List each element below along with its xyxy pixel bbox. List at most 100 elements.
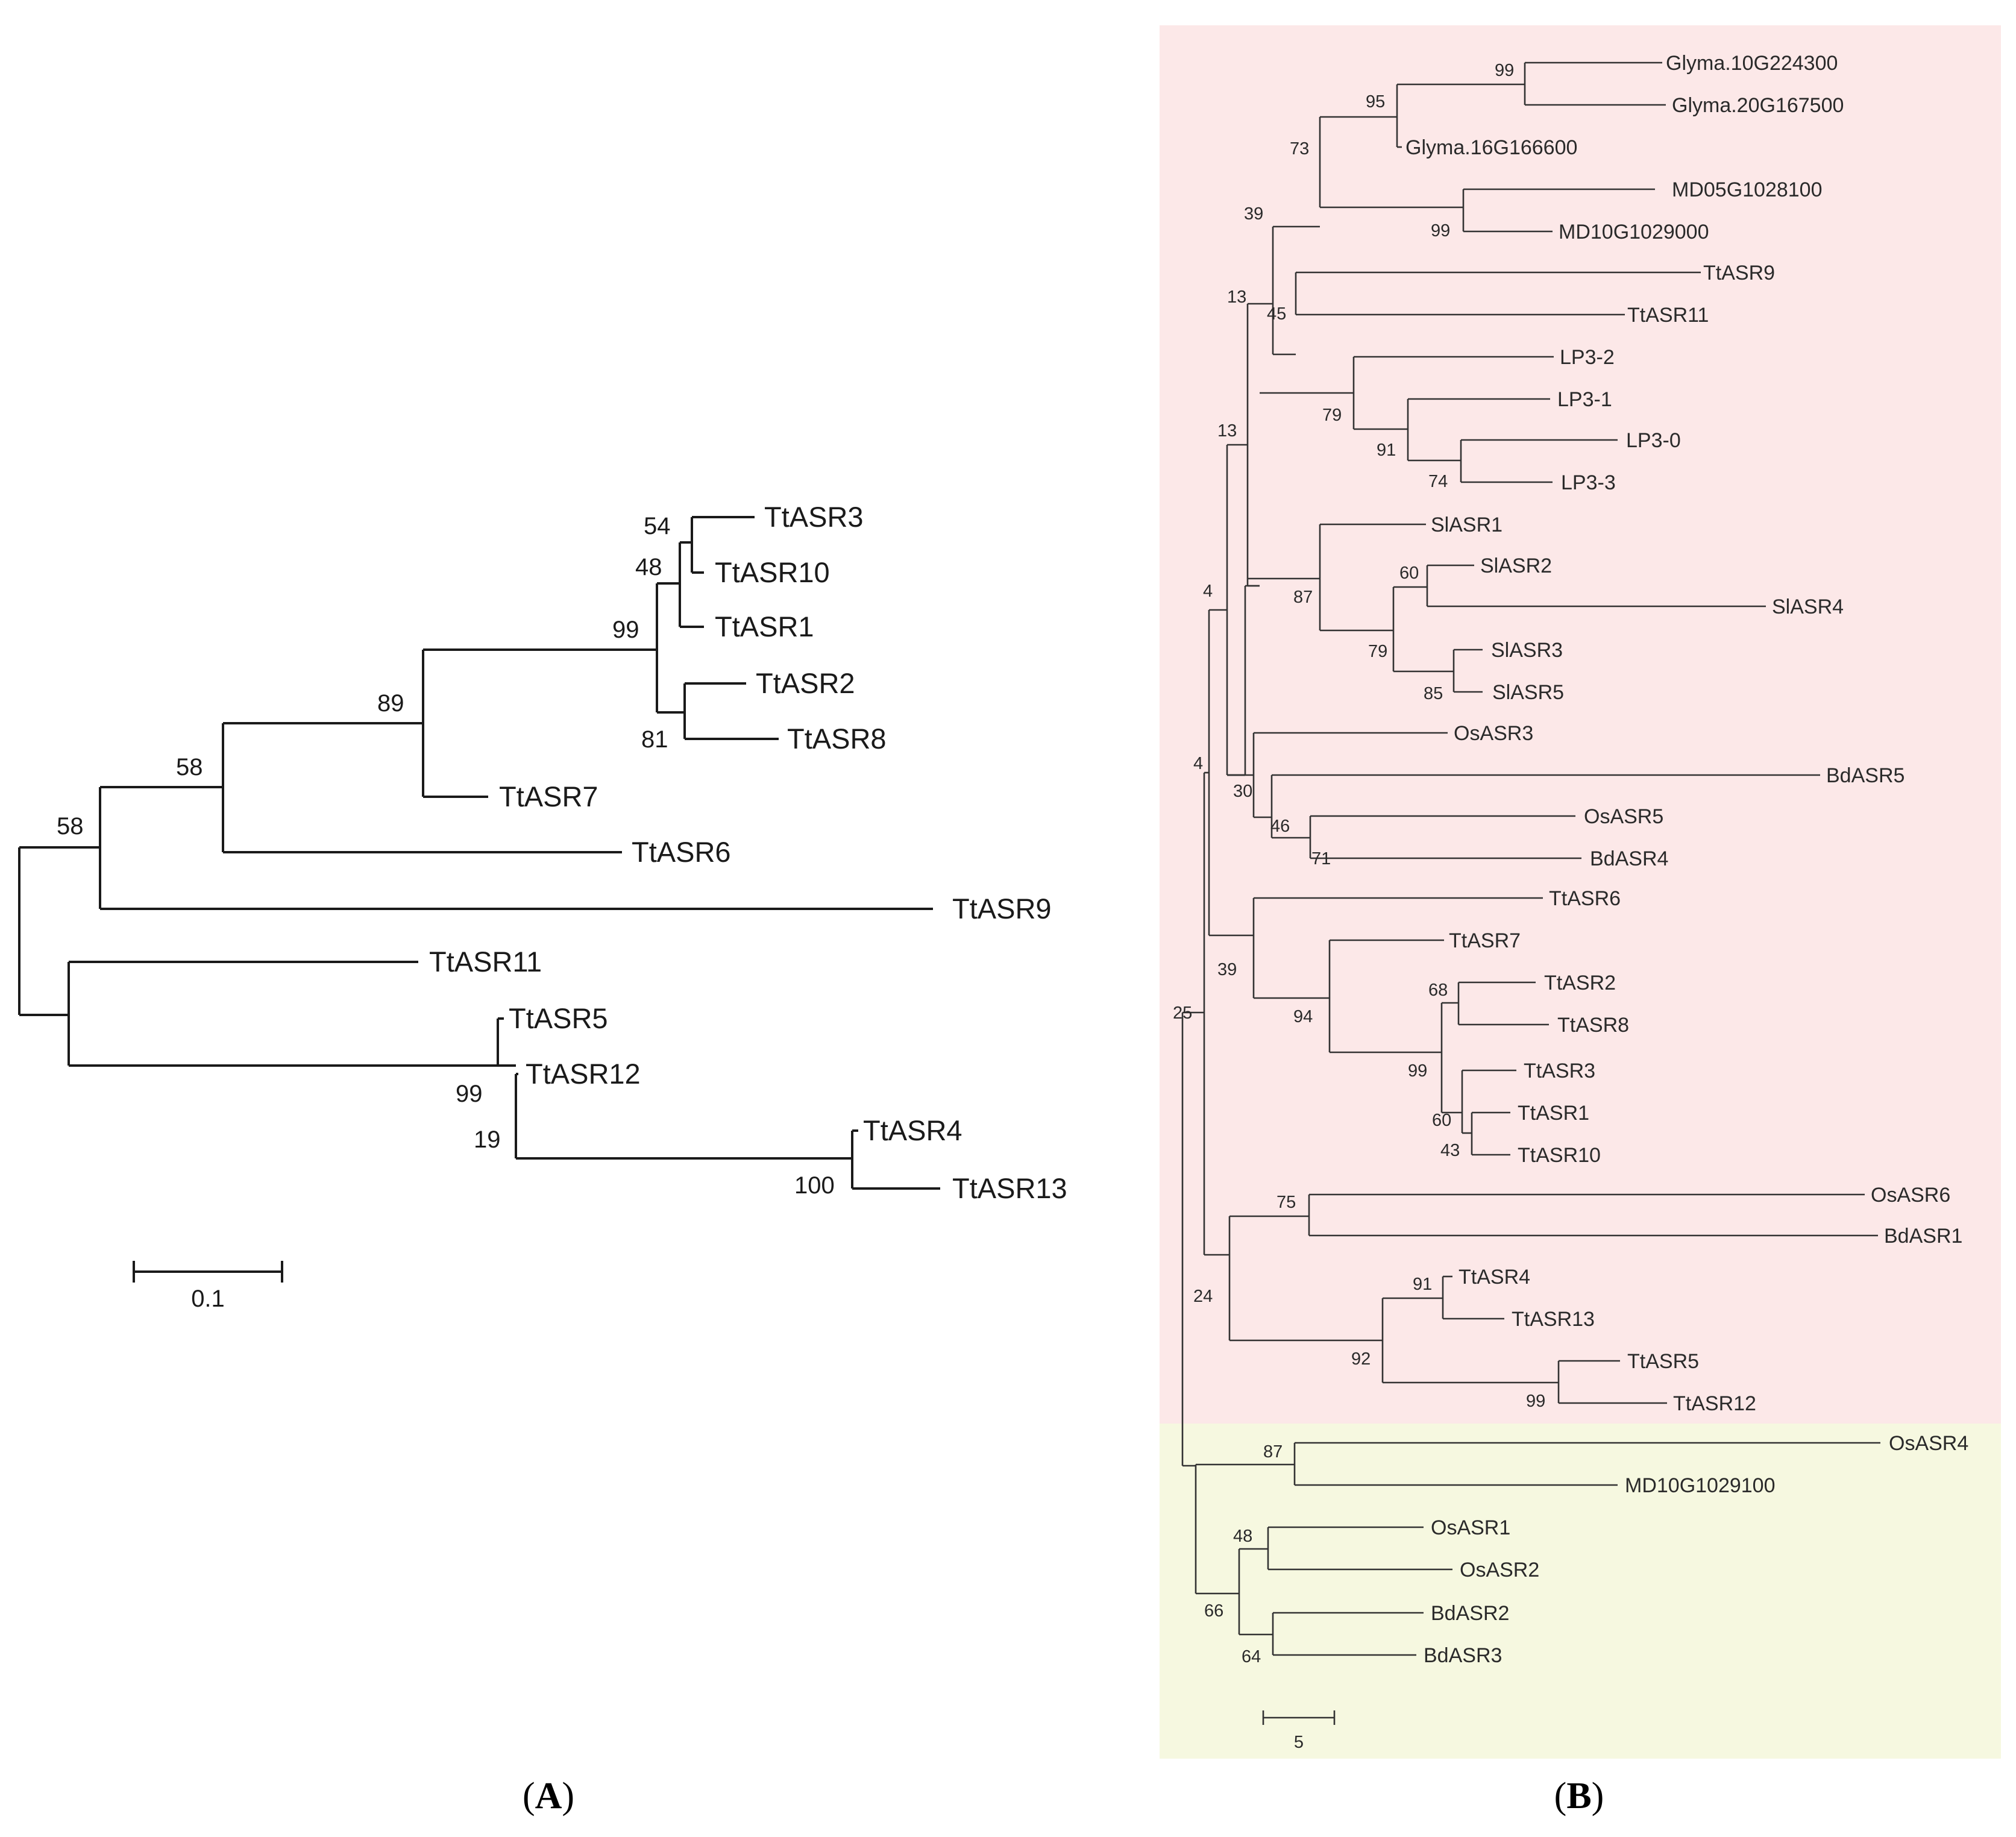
bootstrap-value: 71 — [1311, 849, 1331, 868]
leaf-label: BdASR2 — [1431, 1602, 1509, 1625]
leaf-label: TtASR12 — [526, 1058, 641, 1090]
bootstrap-value: 60 — [1432, 1111, 1451, 1130]
leaf-label: TtASR5 — [509, 1002, 608, 1034]
bootstrap-value: 81 — [641, 726, 668, 753]
leaf-label: TtASR2 — [756, 667, 855, 699]
leaf-label: OsASR3 — [1454, 722, 1533, 745]
bootstrap-value: 99 — [1431, 221, 1450, 240]
bootstrap-value: 39 — [1244, 204, 1263, 224]
bootstrap-value: 87 — [1263, 1442, 1283, 1462]
leaf-label: TtASR7 — [1449, 929, 1521, 952]
leaf-label: OsASR4 — [1889, 1432, 1968, 1455]
leaf-label: OsASR2 — [1460, 1559, 1539, 1581]
leaf-label: TtASR9 — [952, 893, 1052, 925]
leaf-label: Glyma.10G224300 — [1666, 52, 1838, 75]
bootstrap-value: 13 — [1217, 421, 1237, 441]
bootstrap-value: 87 — [1293, 588, 1313, 607]
bootstrap-value: 79 — [1368, 642, 1387, 661]
bootstrap-value: 60 — [1399, 564, 1419, 583]
clade-background-lower — [1160, 1424, 2001, 1759]
bootstrap-value: 68 — [1428, 981, 1448, 1000]
panel-a-tree — [18, 516, 940, 1283]
leaf-label: BdASR5 — [1826, 764, 1905, 787]
leaf-label: TtASR8 — [1557, 1014, 1629, 1037]
leaf-label: TtASR4 — [1459, 1266, 1530, 1289]
bootstrap-value: 91 — [1377, 441, 1396, 460]
bootstrap-value: 45 — [1267, 304, 1286, 324]
bootstrap-value: 39 — [1217, 960, 1237, 979]
bootstrap-value: 99 — [456, 1081, 483, 1107]
leaf-label: TtASR1 — [1518, 1102, 1589, 1125]
leaf-label: SlASR2 — [1480, 554, 1552, 577]
leaf-label: TtASR13 — [1512, 1308, 1595, 1331]
bootstrap-value: 48 — [1233, 1527, 1252, 1546]
bootstrap-value: 75 — [1276, 1193, 1296, 1212]
scale-bar-label: 5 — [1294, 1733, 1304, 1752]
bootstrap-value: 64 — [1242, 1647, 1261, 1666]
leaf-label: MD05G1028100 — [1672, 178, 1823, 201]
leaf-label: Glyma.16G166600 — [1405, 136, 1577, 159]
leaf-label: OsASR6 — [1871, 1184, 1950, 1207]
leaf-label: Glyma.20G167500 — [1672, 94, 1844, 117]
leaf-label: TtASR10 — [715, 556, 830, 588]
bootstrap-value: 46 — [1270, 817, 1290, 836]
leaf-label: TtASR11 — [1627, 304, 1709, 327]
leaf-label: TtASR6 — [632, 836, 731, 868]
bootstrap-value: 19 — [474, 1126, 501, 1153]
bootstrap-value: 74 — [1428, 472, 1448, 491]
leaf-label: OsASR5 — [1584, 805, 1663, 828]
leaf-label: TtASR9 — [1703, 262, 1775, 284]
bootstrap-value: 43 — [1440, 1141, 1460, 1160]
leaf-label: SlASR1 — [1431, 513, 1503, 536]
bootstrap-value: 66 — [1204, 1601, 1223, 1621]
clade-background-upper — [1160, 25, 2001, 1424]
panel-a-caption: (A) — [523, 1776, 574, 1817]
panel-b-tree — [1181, 61, 1880, 1725]
panel-b-caption: (B) — [1554, 1776, 1604, 1817]
leaf-label: LP3-0 — [1626, 429, 1681, 452]
bootstrap-value: 48 — [635, 554, 662, 580]
bootstrap-value: 58 — [176, 754, 203, 780]
leaf-label: BdASR3 — [1424, 1644, 1502, 1667]
leaf-label: BdASR1 — [1884, 1225, 1962, 1248]
leaf-label: TtASR11 — [429, 946, 542, 978]
leaf-label: TtASR8 — [787, 723, 887, 755]
leaf-label: LP3-1 — [1557, 388, 1612, 411]
leaf-label: TtASR3 — [764, 501, 864, 533]
panel-a-leaf-labels: TtASR3 TtASR10 TtASR1 TtASR2 TtASR8 TtAS… — [429, 501, 1067, 1204]
leaf-label: TtASR2 — [1544, 972, 1616, 994]
leaf-label: MD10G1029100 — [1625, 1474, 1776, 1497]
leaf-label: LP3-3 — [1561, 471, 1616, 494]
bootstrap-value: 25 — [1173, 1003, 1192, 1023]
leaf-label: TtASR6 — [1549, 887, 1621, 910]
leaf-label: TtASR4 — [863, 1114, 962, 1146]
bootstrap-value: 58 — [57, 813, 84, 840]
bootstrap-value: 79 — [1322, 406, 1342, 425]
bootstrap-value: 4 — [1203, 582, 1213, 601]
leaf-label: BdASR4 — [1590, 847, 1668, 870]
panel-a-bootstrap-values: 54 48 99 81 89 58 58 99 19 100 — [57, 513, 835, 1199]
leaf-label: TtASR12 — [1673, 1392, 1756, 1415]
bootstrap-value: 85 — [1424, 684, 1443, 703]
bootstrap-value: 92 — [1351, 1349, 1371, 1369]
leaf-label: SlASR5 — [1492, 681, 1564, 704]
bootstrap-value: 99 — [1408, 1061, 1427, 1081]
bootstrap-value: 54 — [644, 513, 671, 539]
leaf-label: SlASR3 — [1491, 639, 1563, 662]
bootstrap-value: 99 — [612, 617, 639, 643]
bootstrap-value: 99 — [1526, 1392, 1545, 1411]
panel-b-leaf-labels: Glyma.10G224300 Glyma.20G167500 Glyma.16… — [1405, 52, 1968, 1667]
leaf-label: TtASR7 — [499, 780, 598, 812]
leaf-label: TtASR1 — [715, 611, 814, 642]
bootstrap-value: 100 — [794, 1172, 835, 1199]
bootstrap-value: 99 — [1495, 61, 1514, 80]
leaf-label: MD10G1029000 — [1559, 221, 1709, 243]
leaf-label: TtASR5 — [1627, 1350, 1699, 1373]
panel-b-bootstrap-values: 99 95 73 99 39 13 45 79 91 74 13 60 87 7… — [1173, 61, 1545, 1666]
bootstrap-value: 13 — [1227, 287, 1246, 307]
scale-bar-label: 0.1 — [191, 1286, 225, 1312]
leaf-label: TtASR10 — [1518, 1144, 1601, 1167]
bootstrap-value: 24 — [1193, 1287, 1213, 1306]
leaf-label: TtASR13 — [952, 1172, 1067, 1204]
